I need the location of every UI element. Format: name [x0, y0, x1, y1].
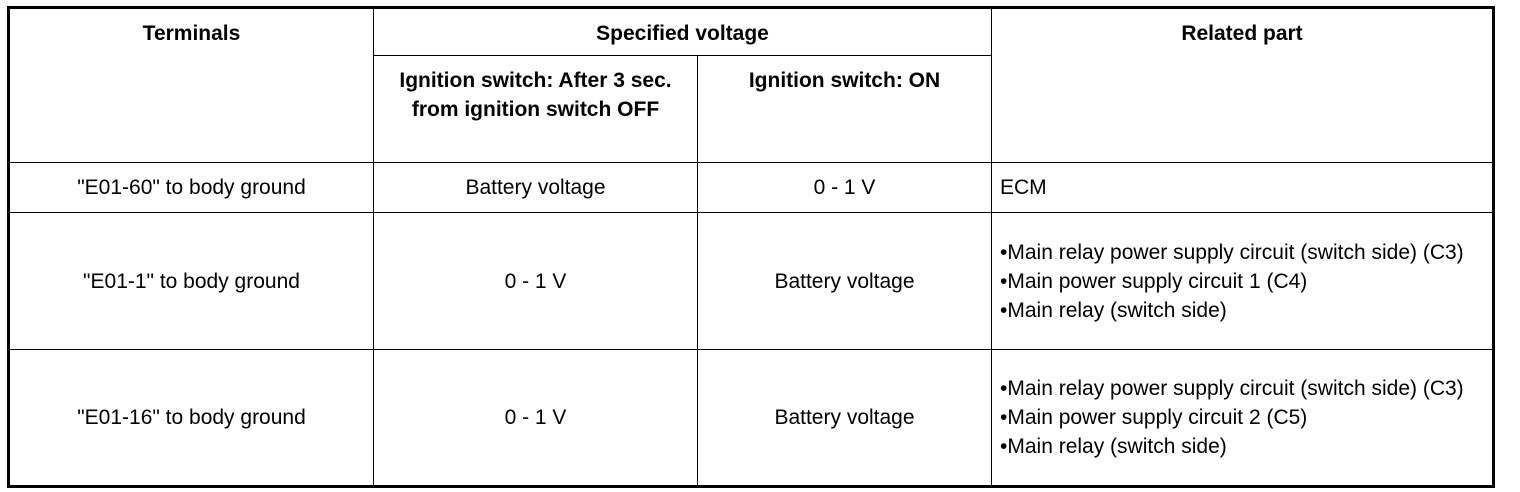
specified-voltage-header: Specified voltage: [373, 7, 992, 56]
related-part-item: •Main relay (switch side): [1000, 298, 1227, 322]
on-voltage-cell: 0 - 1 V: [697, 162, 992, 213]
related-part-item: •Main power supply circuit 1 (C4): [1000, 269, 1308, 293]
related-part-cell: •Main relay power supply circuit (switch…: [991, 212, 1494, 350]
header-row: Terminals Specified voltage Related part: [8, 7, 1494, 163]
voltage-spec-table: Terminals Specified voltage Related part…: [7, 6, 1495, 488]
related-part-item: •Main relay (switch side): [1000, 435, 1227, 458]
table-row: "E01-16" to body ground 0 - 1 V Battery …: [8, 349, 1494, 487]
on-voltage-cell: Battery voltage: [697, 212, 992, 350]
terminal-cell: "E01-16" to body ground: [8, 349, 374, 487]
terminals-header: Terminals: [8, 7, 374, 163]
off-voltage-cell: 0 - 1 V: [373, 212, 698, 350]
ignition-on-header: Ignition switch: ON: [697, 55, 992, 163]
subheader-row: Ignition switch: After 3 sec. from ignit…: [9, 55, 1494, 163]
table-row: "E01-60" to body ground Battery voltage …: [8, 162, 1494, 213]
related-part-cell: ECM: [991, 162, 1494, 213]
off-voltage-cell: Battery voltage: [373, 162, 698, 213]
related-part-item: •Main relay power supply circuit (switch…: [1000, 240, 1464, 264]
on-voltage-cell: Battery voltage: [697, 349, 992, 487]
related-part-item: •Main relay power supply circuit (switch…: [1000, 377, 1464, 400]
table-row: "E01-1" to body ground 0 - 1 V Battery v…: [8, 212, 1494, 350]
related-part-item: ECM: [1000, 176, 1047, 199]
off-voltage-cell: 0 - 1 V: [373, 349, 698, 487]
ignition-off-header: Ignition switch: After 3 sec. from ignit…: [373, 55, 698, 163]
related-part-cell: •Main relay power supply circuit (switch…: [991, 349, 1494, 487]
terminal-cell: "E01-60" to body ground: [8, 162, 374, 213]
terminal-cell: "E01-1" to body ground: [8, 212, 374, 350]
related-part-header: Related part: [991, 7, 1494, 163]
related-part-item: •Main power supply circuit 2 (C5): [1000, 406, 1308, 429]
